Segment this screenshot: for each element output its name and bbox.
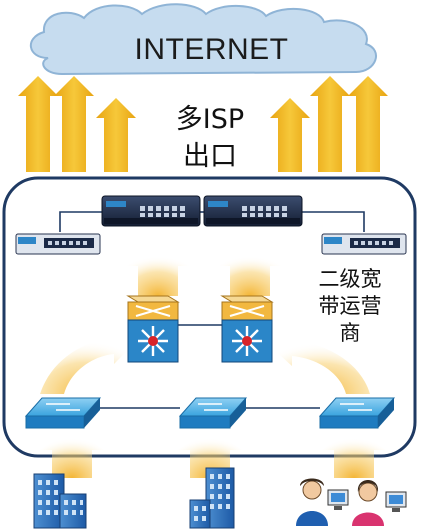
glow-arrow — [218, 246, 282, 296]
carrier-label-line2: 带运营 — [318, 294, 382, 318]
uplink-arrow — [54, 76, 94, 172]
core-switch-right — [220, 295, 274, 363]
access-switch-left — [24, 397, 102, 429]
uplink-arrow — [18, 76, 58, 172]
uplink-arrows-right — [270, 76, 388, 172]
multi-isp-label: 多ISP — [175, 104, 245, 135]
appliance-left — [15, 233, 101, 255]
carrier-label-line3: 商 — [339, 321, 361, 345]
glow-arrow — [40, 428, 104, 478]
gateway-device-right — [203, 195, 303, 227]
uplink-arrow — [270, 98, 310, 172]
building-icon-center — [189, 467, 235, 529]
glow-arrow — [272, 330, 370, 394]
exit-label: 出口 — [183, 141, 237, 172]
building-icon-left — [33, 473, 87, 529]
uplink-arrow — [348, 76, 388, 172]
users-with-computers-icon — [296, 478, 407, 526]
uplink-arrow — [310, 76, 350, 172]
access-switch-right — [318, 397, 396, 429]
core-to-gateway-arrows — [126, 246, 282, 296]
carrier-label-line1: 二级宽 — [318, 267, 382, 291]
uplink-arrows-left — [18, 76, 136, 172]
appliance-right — [321, 233, 407, 255]
internet-cloud — [30, 3, 378, 76]
glow-arrow — [126, 246, 190, 296]
internet-label: INTERNET — [134, 33, 289, 66]
glow-arrow — [40, 328, 132, 394]
gateway-device-left — [101, 195, 201, 227]
glow-arrow — [322, 428, 386, 478]
access-switch-center — [178, 397, 248, 429]
glow-arrow — [178, 428, 242, 478]
users-to-access-arrows — [40, 428, 386, 478]
access-to-core-arrows — [40, 328, 370, 394]
uplink-arrow — [96, 98, 136, 172]
connection-lines — [59, 211, 365, 409]
core-switch-left — [126, 295, 180, 363]
